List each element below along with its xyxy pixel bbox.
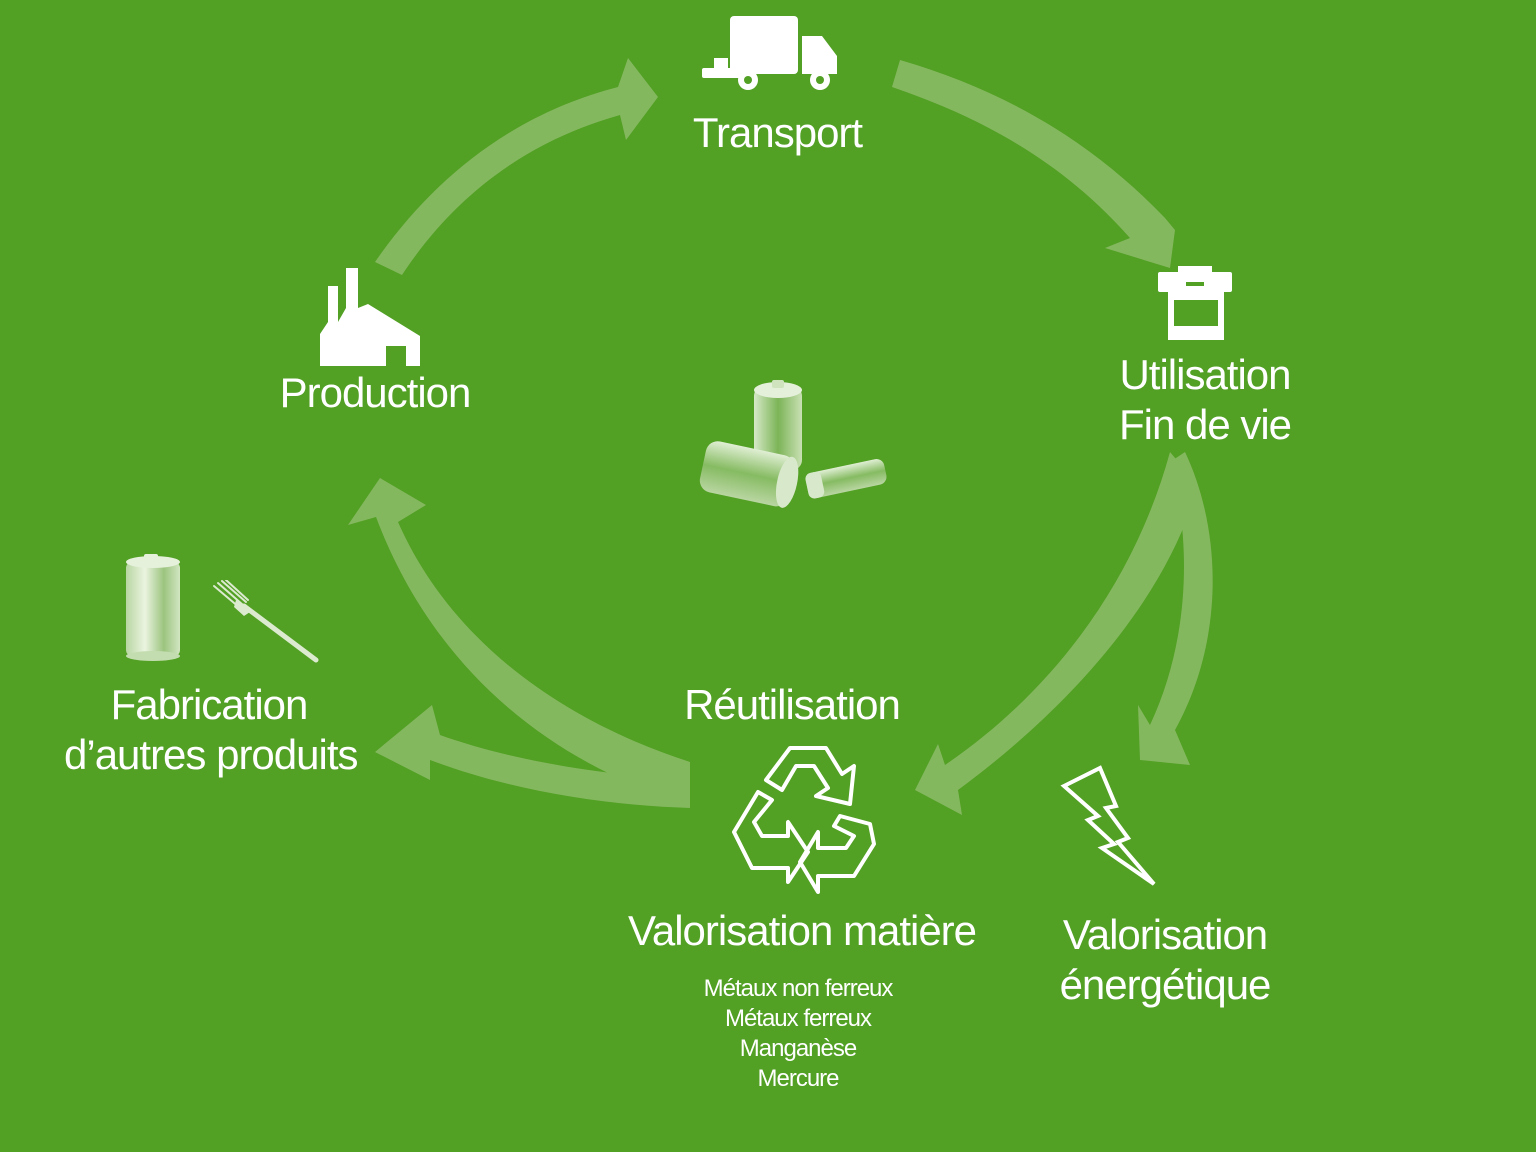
- valorisation-matiere-label: Valorisation matière: [627, 907, 977, 954]
- material-item: Manganèse: [739, 1035, 857, 1062]
- arrow-transport-to-utilisation: [892, 60, 1175, 268]
- arrow-production-to-transport: [375, 58, 658, 275]
- production-label: Production: [279, 369, 472, 416]
- valorisation-energetique-label: Valorisation énergétique: [1040, 910, 1290, 1010]
- printer-icon: [1158, 266, 1232, 340]
- utilisation-label-line-2: Fin de vie: [1118, 401, 1292, 448]
- transport-label: Transport: [692, 109, 863, 156]
- fabrication-label-line-1: Fabrication: [110, 681, 309, 728]
- material-item: Métaux non ferreux: [703, 975, 894, 1002]
- utilisation-label-line-1: Utilisation: [1119, 351, 1291, 398]
- batteries-icon: [699, 380, 887, 508]
- fork-icon: [213, 580, 319, 663]
- factory-icon: [320, 268, 420, 366]
- arrow-reutilisation-to-fabrication: [375, 705, 690, 808]
- arrow-reutilisation-to-production: [348, 478, 690, 805]
- reutilisation-label: Réutilisation: [684, 681, 901, 728]
- utilisation-label: Utilisation Fin de vie: [1100, 350, 1310, 450]
- arrow-utilisation-to-energetique: [1138, 452, 1213, 765]
- truck-icon: [702, 16, 837, 90]
- fabrication-label-line-2: d’autres produits: [64, 731, 359, 778]
- recycling-icon: [732, 746, 876, 894]
- materials-list: Métaux non ferreux Métaux ferreux Mangan…: [660, 974, 936, 1094]
- energetique-label-line-2: énergétique: [1059, 961, 1272, 1008]
- material-item: Mercure: [757, 1065, 839, 1092]
- material-item: Métaux ferreux: [724, 1005, 872, 1032]
- can-icon: [126, 554, 180, 661]
- fabrication-label: Fabrication d’autres produits: [64, 680, 359, 780]
- lightning-icon: [1060, 765, 1156, 886]
- arrow-utilisation-to-reutilisation: [915, 452, 1198, 815]
- energetique-label-line-1: Valorisation: [1062, 911, 1268, 958]
